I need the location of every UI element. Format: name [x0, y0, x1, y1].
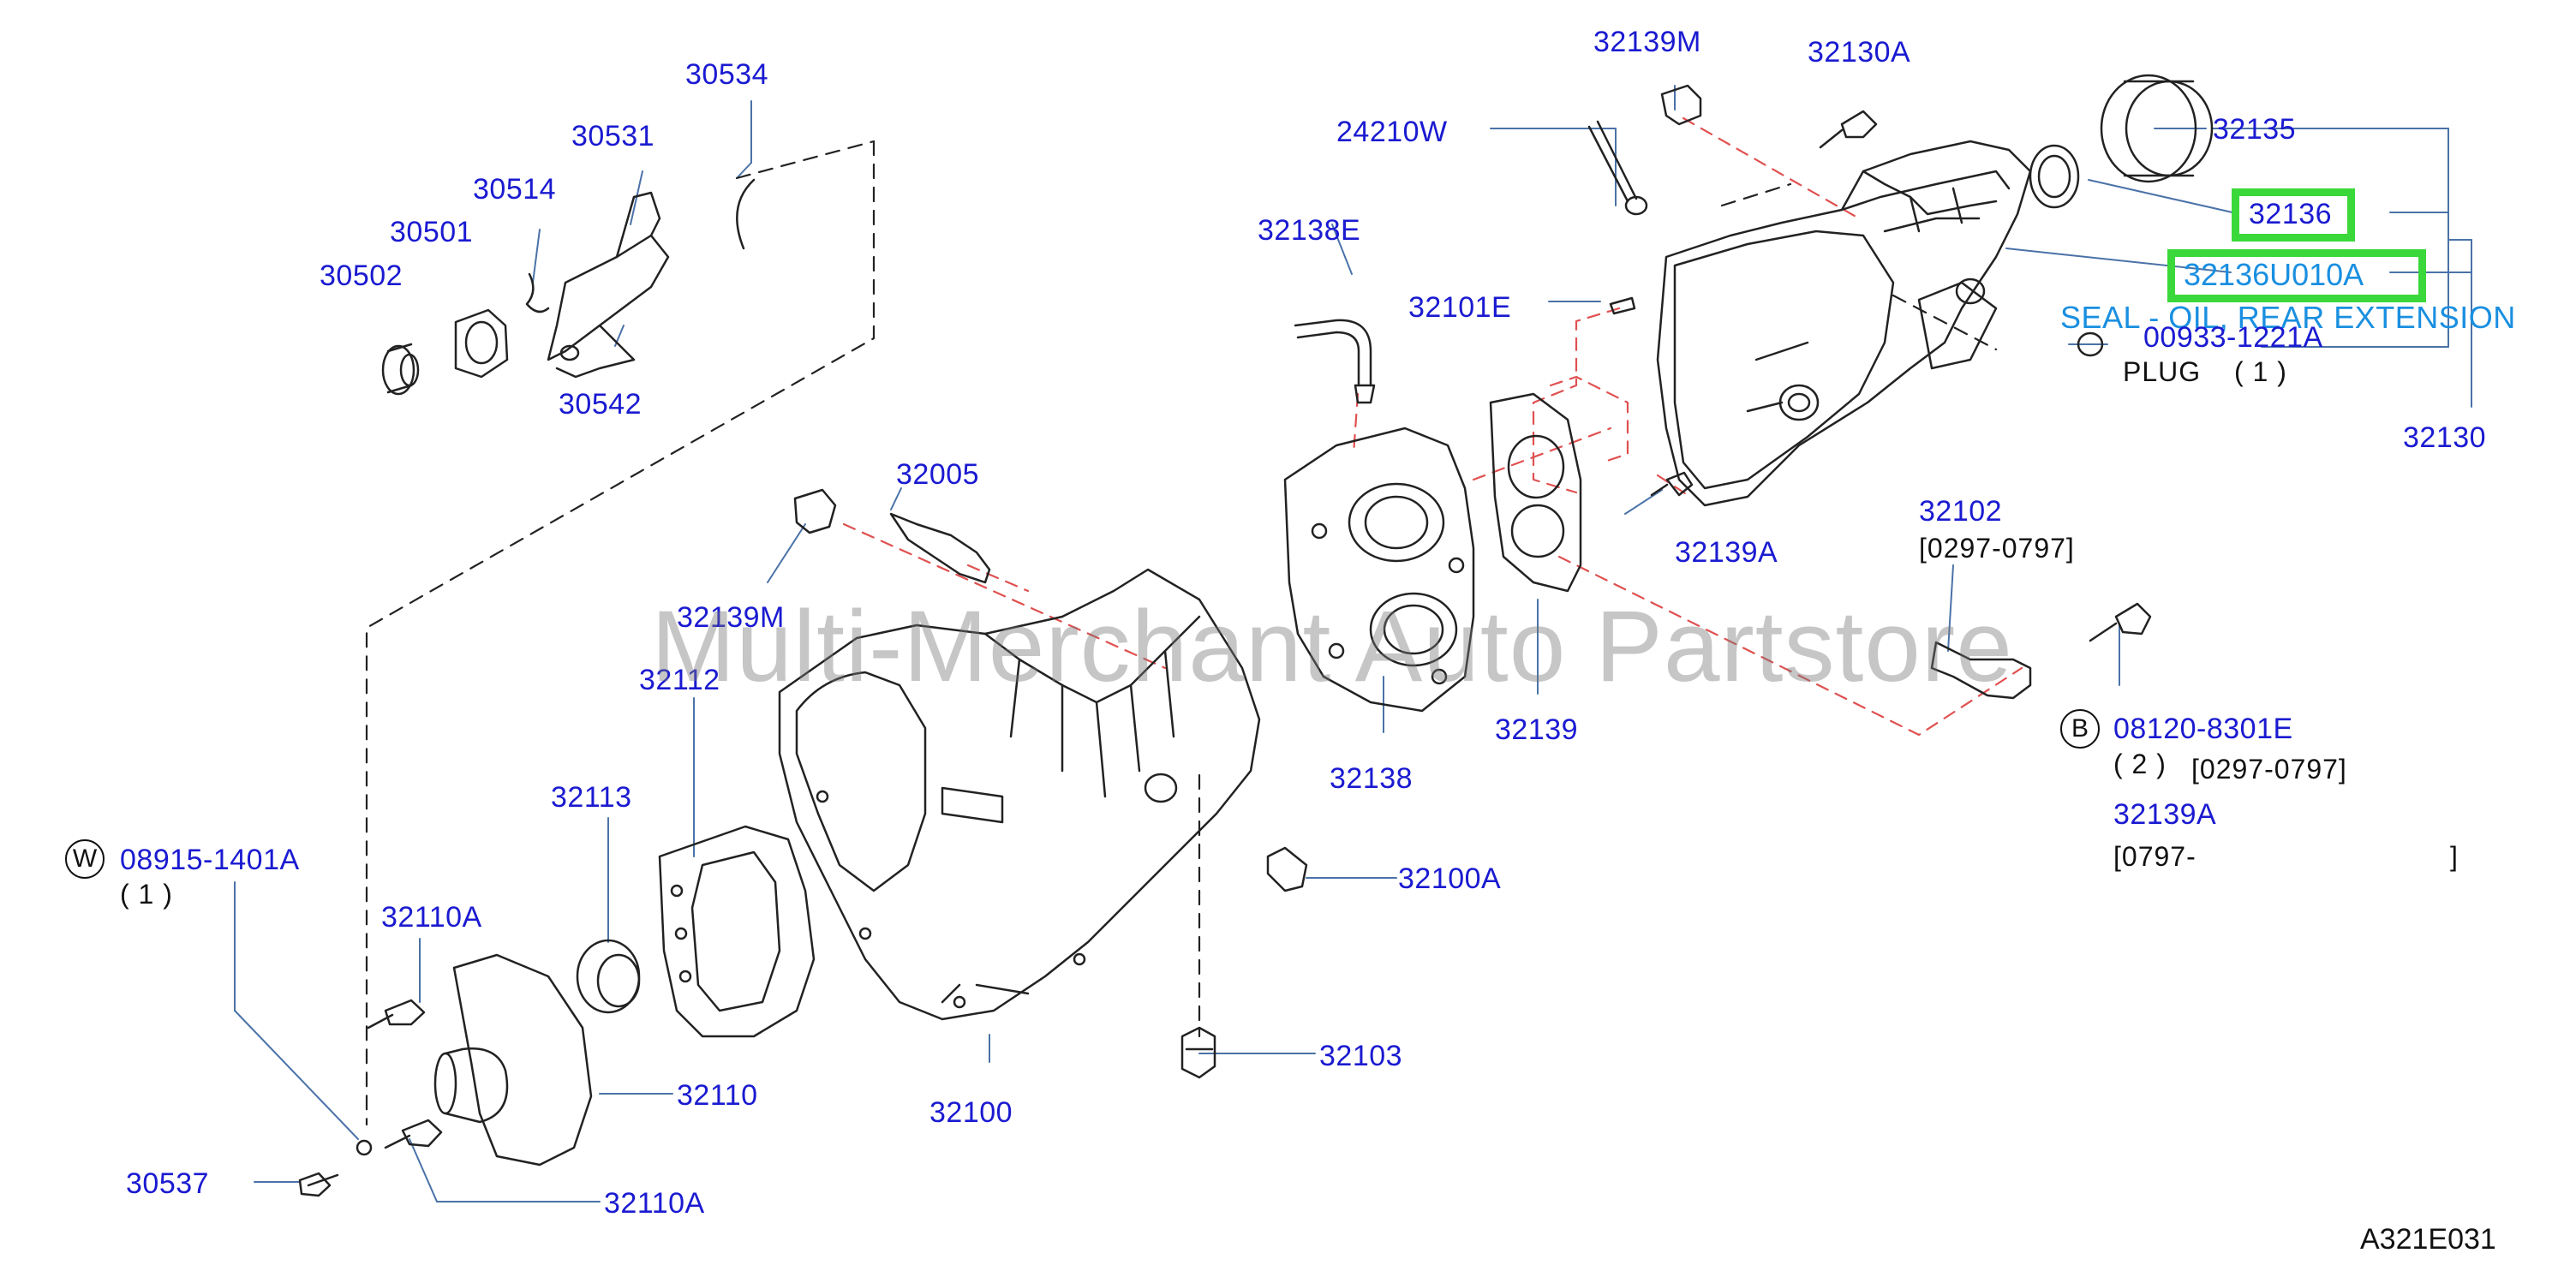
part-label-32139A-right[interactable]: 32139A [2113, 798, 2217, 831]
part-label-32110[interactable]: 32110 [677, 1079, 758, 1112]
part-label-32136[interactable]: 32136 [2249, 198, 2333, 230]
part-label-32139A-mid[interactable]: 32139A [1675, 536, 1778, 569]
leader-lines [234, 85, 2472, 1202]
part-label-32130A[interactable]: 32130A [1808, 36, 1911, 69]
part-label-30502[interactable]: 30502 [320, 260, 403, 292]
part-label-32102[interactable]: 32102 [1919, 495, 2003, 528]
part-label-32130[interactable]: 32130 [2403, 421, 2487, 454]
figure-code: A321E031 [2360, 1223, 2496, 1256]
callout-circle-B: B [2060, 709, 2100, 749]
part-label-32135[interactable]: 32135 [2213, 113, 2297, 146]
part-label-32005[interactable]: 32005 [896, 458, 980, 491]
part-label-24210W[interactable]: 24210W [1336, 116, 1448, 148]
part-label-30501[interactable]: 30501 [390, 216, 474, 248]
range-08120: [0297-0797] [2191, 754, 2347, 785]
watermark: Multi-Merchant Auto Partstore [651, 590, 2013, 703]
part-label-32101E[interactable]: 32101E [1408, 291, 1512, 324]
part-label-32139M-top[interactable]: 32139M [1593, 26, 1701, 58]
adapter-plates [889, 319, 1694, 713]
part-label-30514[interactable]: 30514 [473, 173, 557, 206]
part-label-32138[interactable]: 32138 [1330, 762, 1414, 795]
highlight-box-32136 [2232, 188, 2355, 242]
range-32102: [0297-0797] [1919, 533, 2075, 564]
part-label-30531[interactable]: 30531 [571, 120, 655, 152]
red-dashed-guides [842, 116, 2023, 737]
part-label-32100A[interactable]: 32100A [1398, 862, 1502, 895]
bracket-32102 [1930, 602, 2152, 700]
plug-qty: ( 1 ) [2234, 356, 2287, 387]
part-label-32136U010A[interactable]: 32136U010A [2184, 257, 2364, 292]
part-label-32110A-top[interactable]: 32110A [381, 901, 482, 934]
seal-oil-description: SEAL - OIL, REAR EXTENSION [2060, 300, 2516, 335]
part-label-32110A-bottom[interactable]: 32110A [604, 1187, 705, 1220]
part-label-32139M-mid[interactable]: 32139M [677, 601, 785, 634]
qty-08120: ( 2 ) [2113, 749, 2167, 779]
part-label-30537[interactable]: 30537 [126, 1167, 210, 1200]
part-label-00933-1221A[interactable]: 00933-1221A [2143, 321, 2323, 354]
part-label-30542[interactable]: 30542 [559, 388, 643, 421]
plug-note: PLUG [2123, 356, 2202, 387]
part-label-08915-1401A[interactable]: 08915-1401A [120, 844, 300, 876]
shift-linkage-parts [381, 178, 756, 396]
front-cover-32110 [298, 939, 641, 1197]
part-label-32103[interactable]: 32103 [1319, 1040, 1403, 1072]
rear-extension-housing [1587, 74, 2214, 507]
part-label-32138E[interactable]: 32138E [1258, 214, 1361, 247]
callout-circle-W: W [65, 839, 105, 879]
part-label-32113[interactable]: 32113 [551, 781, 632, 814]
part-label-32100[interactable]: 32100 [929, 1096, 1013, 1129]
small-fasteners [793, 488, 1308, 1079]
range-32139A-close: ] [2450, 841, 2459, 872]
part-label-32112[interactable]: 32112 [639, 664, 720, 696]
range-32139A-open: [0797- [2113, 841, 2196, 872]
gasket-32112 [658, 825, 816, 1038]
part-label-30534[interactable]: 30534 [685, 58, 769, 91]
part-label-08120-8301E[interactable]: 08120-8301E [2113, 713, 2293, 745]
qty-08915: ( 1 ) [120, 879, 173, 910]
clutch-housing-32100 [778, 568, 1261, 1021]
highlight-box-32136U010A [2167, 249, 2426, 302]
part-label-32139[interactable]: 32139 [1495, 713, 1579, 746]
